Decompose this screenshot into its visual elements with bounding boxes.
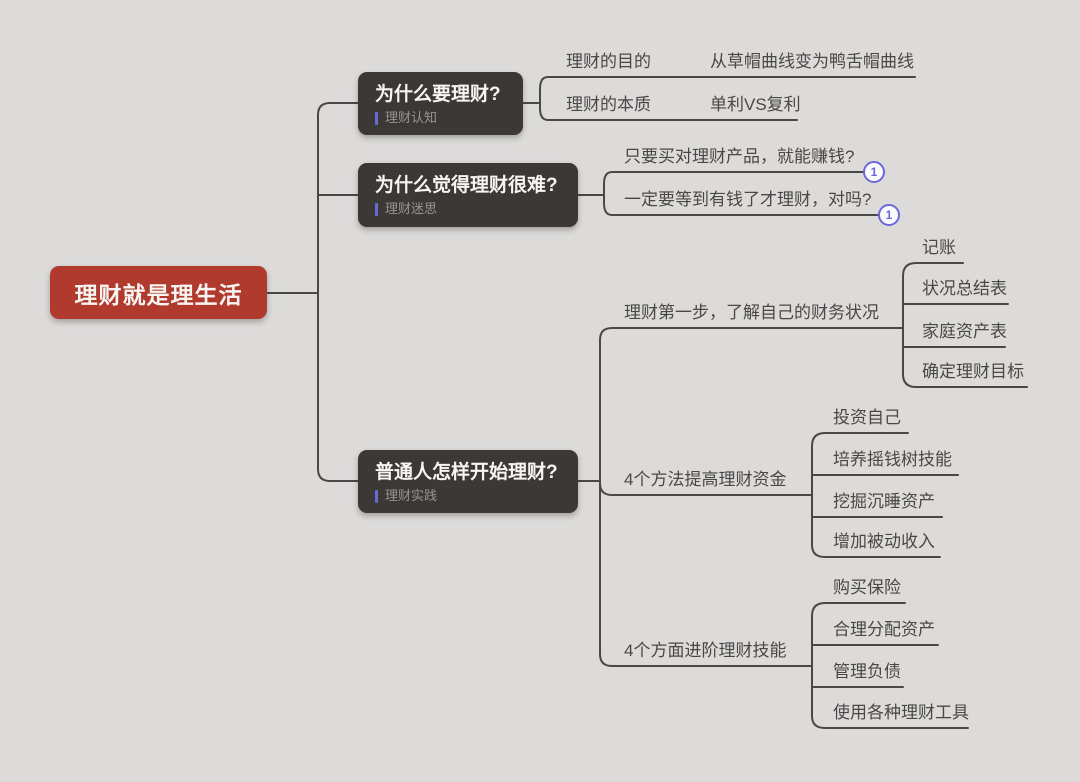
branch-how-start[interactable]: 普通人怎样开始理财? 理财实践 [358, 450, 578, 513]
tag-accent-bar [375, 489, 378, 503]
node-set-goal[interactable]: 确定理财目标 [922, 362, 1024, 381]
node-manage-debt[interactable]: 管理负债 [833, 662, 901, 681]
node-allocate[interactable]: 合理分配资产 [833, 620, 935, 639]
node-insurance[interactable]: 购买保险 [833, 578, 901, 597]
node-purpose-detail[interactable]: 从草帽曲线变为鸭舌帽曲线 [710, 52, 914, 71]
tag-accent-bar [375, 202, 378, 216]
branch-title: 普通人怎样开始理财? [375, 462, 558, 483]
connector-branch3a [895, 262, 1028, 388]
branch-tag: 理财迷思 [375, 201, 562, 217]
node-myth-2[interactable]: 一定要等到有钱了才理财，对吗? [624, 190, 872, 209]
node-sleeping-asset[interactable]: 挖掘沉睡资产 [833, 492, 935, 511]
branch-why-hard[interactable]: 为什么觉得理财很难? 理财迷思 [358, 163, 578, 227]
badge-number-1[interactable]: 1 [863, 161, 885, 183]
tag-label: 理财认知 [385, 110, 438, 125]
tag-label: 理财迷思 [385, 201, 438, 216]
branch-title: 为什么要理财? [375, 84, 501, 105]
node-essence[interactable]: 理财的本质 [566, 95, 651, 114]
node-advance-skills[interactable]: 4个方面进阶理财技能 [624, 641, 787, 660]
connector-root [266, 102, 359, 482]
node-purpose[interactable]: 理财的目的 [566, 52, 651, 71]
node-root[interactable]: 理财就是理生活 [50, 266, 267, 319]
node-raise-funds[interactable]: 4个方法提高理财资金 [624, 470, 787, 489]
tag-accent-bar [375, 111, 378, 125]
branch-why-invest[interactable]: 为什么要理财? 理财认知 [358, 72, 523, 135]
connector-branch2 [577, 171, 879, 216]
node-passive-income[interactable]: 增加被动收入 [833, 532, 935, 551]
node-myth-1[interactable]: 只要买对理财产品，就能赚钱? [624, 147, 855, 166]
node-money-skill[interactable]: 培养摇钱树技能 [833, 450, 952, 469]
branch-title: 为什么觉得理财很难? [375, 175, 558, 196]
connector-branch3b [799, 432, 959, 558]
node-invest-self[interactable]: 投资自己 [833, 408, 901, 427]
node-essence-detail[interactable]: 单利VS复利 [710, 95, 801, 114]
branch-tag: 理财认知 [375, 110, 507, 126]
node-summary-table[interactable]: 状况总结表 [922, 279, 1007, 298]
badge-number-1[interactable]: 1 [878, 204, 900, 226]
node-use-tools[interactable]: 使用各种理财工具 [833, 703, 969, 722]
branch-tag: 理财实践 [375, 488, 562, 504]
connector-branch3c [799, 602, 969, 729]
node-first-step[interactable]: 理财第一步，了解自己的财务状况 [624, 303, 879, 322]
tag-label: 理财实践 [385, 488, 438, 503]
node-bookkeeping[interactable]: 记账 [922, 238, 956, 257]
connector-branch3 [577, 327, 897, 667]
node-asset-table[interactable]: 家庭资产表 [922, 322, 1007, 341]
connector-branch1 [522, 76, 916, 121]
